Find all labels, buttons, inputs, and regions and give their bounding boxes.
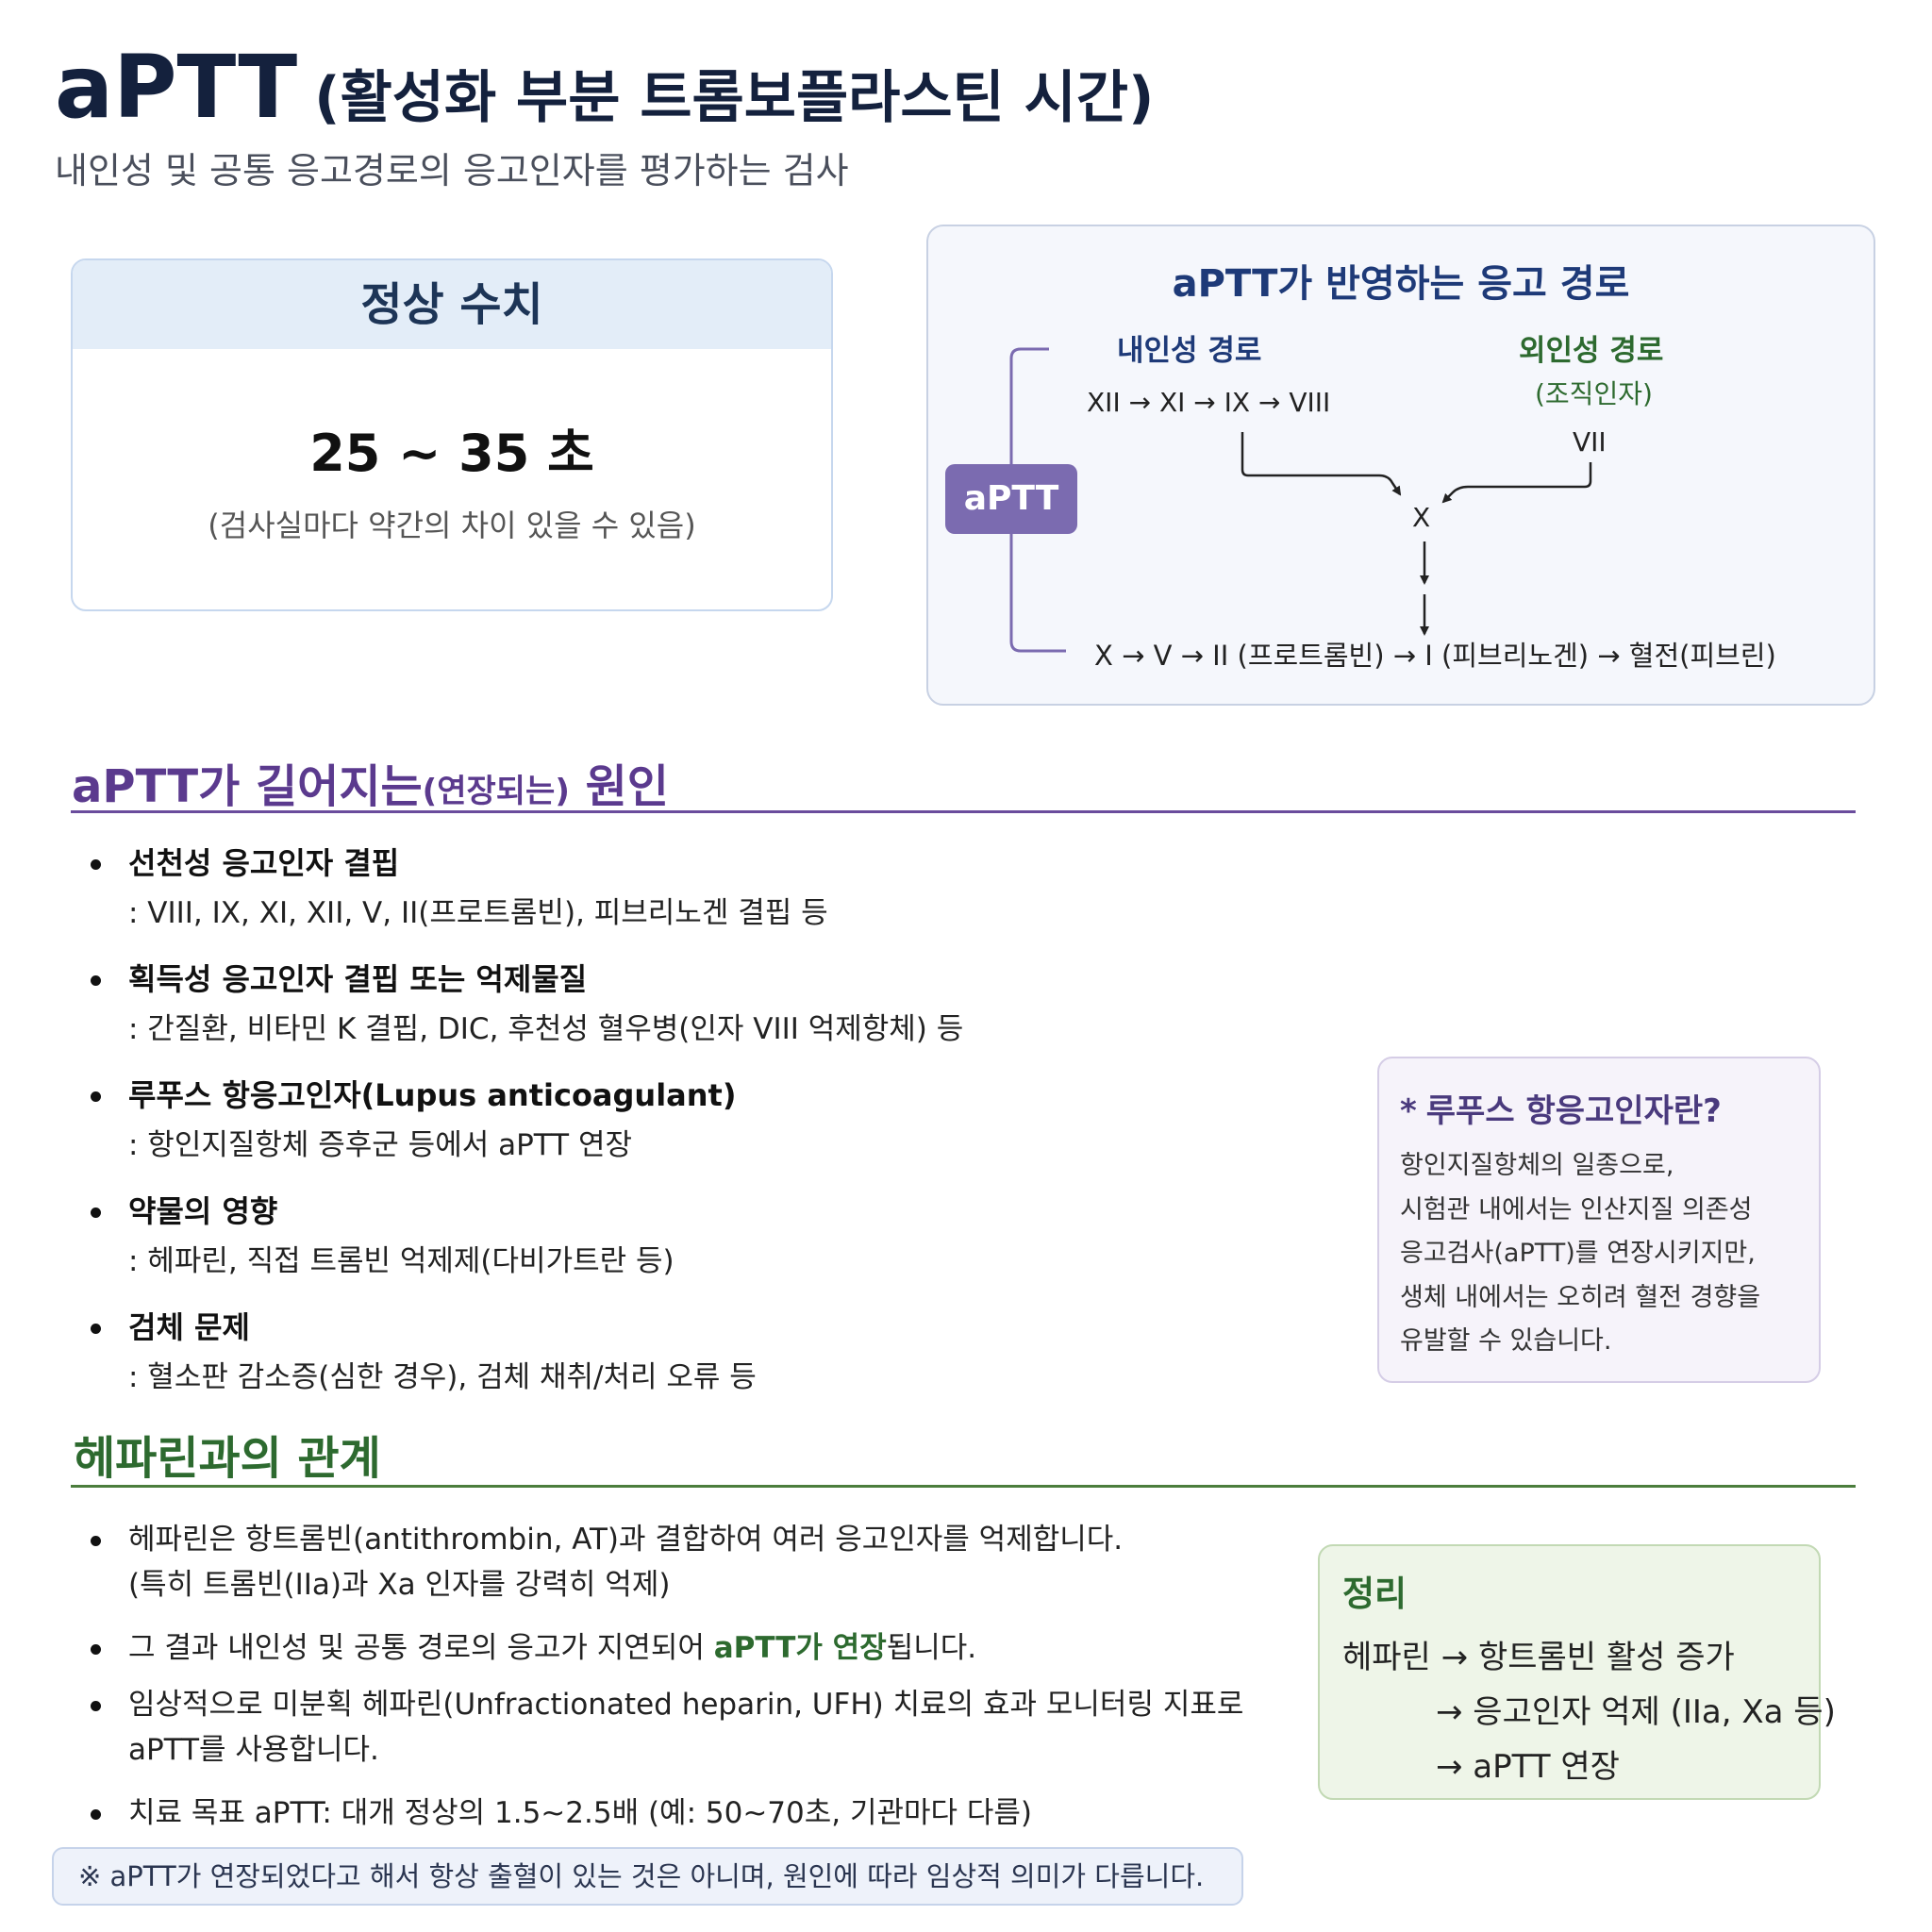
bullet-icon <box>91 1324 101 1334</box>
lupus-info-box: *루푸스 항응고인자란? 항인지질항체의 일종으로, 시험관 내에서는 인산지질… <box>1377 1057 1821 1383</box>
lupus-box-line: 응고검사(aPTT)를 연장시키지만, <box>1400 1239 1756 1268</box>
summary-box: 정리 헤파린 → 항트롬빈 활성 증가 → 응고인자 억제 (IIa, Xa 등… <box>1318 1544 1836 1800</box>
lupus-box-title: *루푸스 항응고인자란? <box>1400 1085 1800 1131</box>
normal-range-title: 정상 수치 <box>73 260 831 349</box>
causes-section-title: aPTT가 길어지는(연장되는) 원인 <box>72 749 669 815</box>
cause-detail: : 간질환, 비타민 K 결핍, DIC, 후천성 혈우병(인자 VIII 억제… <box>128 1012 964 1046</box>
causes-title-main: aPTT가 길어지는 <box>72 760 423 813</box>
page-title: aPTT(활성화 부분 트롬보플라스틴 시간) <box>55 36 1154 164</box>
list-item: 헤파린은 항트롬빈(antithrombin, AT)과 결합하여 여러 응고인… <box>91 1517 1317 1625</box>
extrinsic-to-x-arrow <box>1441 462 1592 504</box>
list-item: 그 결과 내인성 및 공통 경로의 응고가 지연되어 aPTT가 연장됩니다. <box>91 1625 1317 1682</box>
normal-range-value: 25 ~ 35 초 <box>309 424 594 483</box>
summary-line: → aPTT 연장 <box>1436 1748 1620 1786</box>
bullet-icon <box>91 1208 101 1218</box>
aptt-badge: aPTT <box>945 464 1077 534</box>
heparin-text: (특히 트롬빈(IIa)과 Xa 인자를 강력히 억제) <box>128 1568 671 1602</box>
extrinsic-pathway-label: 외인성 경로 <box>1519 334 1664 368</box>
cause-heading: 약물의 영향 <box>128 1193 278 1229</box>
cause-detail: : 혈소판 감소증(심한 경우), 검체 채취/처리 오류 등 <box>128 1360 757 1394</box>
normal-range-card: 정상 수치 25 ~ 35 초 (검사실마다 약간의 차이 있을 수 있음) <box>71 258 833 611</box>
summary-title: 정리 <box>1342 1574 1407 1614</box>
list-item: 검체 문제 : 혈소판 감소증(심한 경우), 검체 채취/처리 오류 등 <box>91 1306 1317 1422</box>
normal-range-note: (검사실마다 약간의 차이 있을 수 있음) <box>208 508 696 543</box>
cause-detail: : VIII, IX, XI, XII, V, II(프로트롬빈), 피브리노겐… <box>128 896 828 930</box>
page-title-main: aPTT <box>55 37 298 138</box>
cause-heading: 검체 문제 <box>128 1309 250 1345</box>
cause-detail: : 항인지질항체 증후군 등에서 aPTT 연장 <box>128 1128 633 1162</box>
heparin-text: aPTT를 사용합니다. <box>128 1733 379 1767</box>
list-item: 임상적으로 미분획 헤파린(Unfractionated heparin, UF… <box>91 1682 1317 1790</box>
intrinsic-pathway-label: 내인성 경로 <box>1117 334 1262 368</box>
causes-title-end: 원인 <box>585 760 669 813</box>
heparin-text: 치료 목표 aPTT: 대개 정상의 1.5~2.5배 (예: 50~70초, … <box>128 1796 1033 1830</box>
bullet-icon <box>91 1809 101 1820</box>
list-item: 치료 목표 aPTT: 대개 정상의 1.5~2.5배 (예: 50~70초, … <box>91 1790 1317 1847</box>
intrinsic-to-x-arrow <box>1241 432 1402 496</box>
bullet-icon <box>91 859 101 870</box>
bullet-icon <box>91 1536 101 1546</box>
heparin-text: 그 결과 내인성 및 공통 경로의 응고가 지연되어 aPTT가 연장됩니다. <box>128 1625 1317 1671</box>
lupus-box-line: 시험관 내에서는 인산지질 의존성 <box>1400 1194 1753 1224</box>
heparin-text: 헤파린은 항트롬빈(antithrombin, AT)과 결합하여 여러 응고인… <box>128 1523 1124 1557</box>
pathway-title: aPTT가 반영하는 응고 경로 <box>1172 262 1630 306</box>
heparin-text-pre: 그 결과 내인성 및 공통 경로의 응고가 지연되어 <box>128 1631 714 1665</box>
cause-detail: : 헤파린, 직접 트롬빈 억제제(다비가트란 등) <box>128 1244 675 1278</box>
heparin-text: 임상적으로 미분획 헤파린(Unfractionated heparin, UF… <box>128 1688 1244 1722</box>
heparin-section-title: 헤파린과의 관계 <box>74 1432 381 1485</box>
list-item: 약물의 영향 : 헤파린, 직접 트롬빈 억제제(다비가트란 등) <box>91 1190 1317 1306</box>
heparin-list: 헤파린은 항트롬빈(antithrombin, AT)과 결합하여 여러 응고인… <box>91 1517 1317 1847</box>
summary-line: 헤파린 → 항트롬빈 활성 증가 <box>1342 1639 1735 1676</box>
tissue-factor-label: (조직인자) <box>1535 378 1653 409</box>
bullet-icon <box>91 1644 101 1655</box>
heparin-divider <box>71 1485 1856 1488</box>
bullet-icon <box>91 1091 101 1102</box>
lupus-box-title-text: 루푸스 항응고인자란? <box>1425 1092 1722 1130</box>
page-title-sub: (활성화 부분 트롬보플라스틴 시간) <box>314 65 1155 131</box>
page-subtitle: 내인성 및 공통 응고경로의 응고인자를 평가하는 검사 <box>55 150 849 192</box>
footer-note: ※ aPTT가 연장되었다고 해서 항상 출혈이 있는 것은 아니며, 원인에 … <box>52 1847 1243 1906</box>
cause-heading: 루푸스 항응고인자(Lupus anticoagulant) <box>128 1077 737 1113</box>
heparin-text-emphasis: aPTT가 연장 <box>713 1631 887 1665</box>
summary-line: → 응고인자 억제 (IIa, Xa 등) <box>1436 1693 1836 1731</box>
causes-divider <box>71 810 1856 813</box>
common-pathway-chain: X → V → II (프로트롬빈) → I (피브리노겐) → 혈전(피브린) <box>1094 640 1776 672</box>
asterisk-icon: * <box>1400 1092 1417 1130</box>
coagulation-pathway-card: aPTT가 반영하는 응고 경로 내인성 경로 외인성 경로 (조직인자) XI… <box>926 225 1875 706</box>
heparin-text-post: 됩니다. <box>886 1631 977 1665</box>
list-item: 선천성 응고인자 결핍 : VIII, IX, XI, XII, V, II(프… <box>91 841 1317 958</box>
lupus-box-line: 생체 내에서는 오히려 혈전 경향을 <box>1400 1282 1761 1312</box>
causes-title-paren: (연장되는) <box>422 773 570 810</box>
list-item: 루푸스 항응고인자(Lupus anticoagulant) : 항인지질항체 … <box>91 1074 1317 1190</box>
factor-vii: VII <box>1573 426 1607 458</box>
lupus-box-line: 항인지질항체의 일종으로, <box>1400 1151 1674 1180</box>
list-item: 획득성 응고인자 결핍 또는 억제물질 : 간질환, 비타민 K 결핍, DIC… <box>91 958 1317 1074</box>
factor-x: X <box>1412 502 1431 533</box>
lupus-box-line: 유발할 수 있습니다. <box>1400 1326 1612 1356</box>
bullet-icon <box>91 975 101 986</box>
cause-heading: 획득성 응고인자 결핍 또는 억제물질 <box>128 961 588 997</box>
cause-heading: 선천성 응고인자 결핍 <box>128 845 400 881</box>
causes-list: 선천성 응고인자 결핍 : VIII, IX, XI, XII, V, II(프… <box>91 841 1317 1422</box>
bullet-icon <box>91 1701 101 1711</box>
intrinsic-factor-chain: XII → XI → IX → VIII <box>1087 387 1331 418</box>
